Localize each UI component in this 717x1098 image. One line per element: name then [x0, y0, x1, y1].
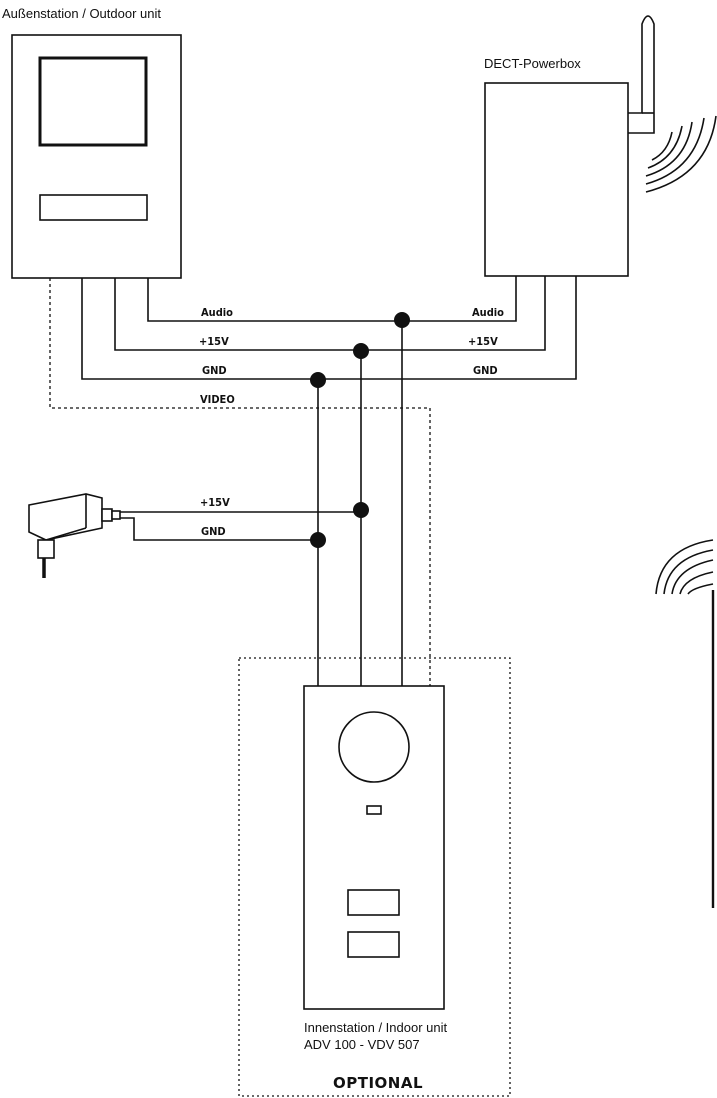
optional-label: OPTIONAL: [333, 1074, 423, 1092]
wire-label-15v-right: +15V: [468, 335, 498, 348]
wire-label-audio-right: Audio: [472, 306, 504, 319]
wire-label-adapter-15v: +15V: [200, 496, 230, 509]
indoor-unit-model: ADV 100 - VDV 507: [304, 1037, 420, 1052]
outdoor-unit-icon: [11, 34, 182, 279]
indoor-unit-label: Innenstation / Indoor unit: [304, 1020, 447, 1035]
wire-label-video: VIDEO: [200, 393, 235, 406]
outdoor-unit-label: Außenstation / Outdoor unit: [2, 6, 161, 21]
powerbox-label: DECT-Powerbox: [484, 56, 581, 71]
wire-label-audio-left: Audio: [201, 306, 233, 319]
antenna-icon: [628, 15, 655, 134]
indoor-unit-icon: [303, 685, 445, 1010]
wire-label-adapter-gnd: GND: [201, 525, 226, 538]
handset-icon: [655, 539, 715, 908]
powerbox-icon: [484, 82, 629, 277]
wire-label-15v-left: +15V: [199, 335, 229, 348]
optional-frame: [238, 657, 511, 1097]
wire-label-gnd-right: GND: [473, 364, 498, 377]
power-adapter-icon: [28, 493, 121, 578]
wire-label-gnd-left: GND: [202, 364, 227, 377]
wireless-signal-icon: [645, 115, 717, 193]
